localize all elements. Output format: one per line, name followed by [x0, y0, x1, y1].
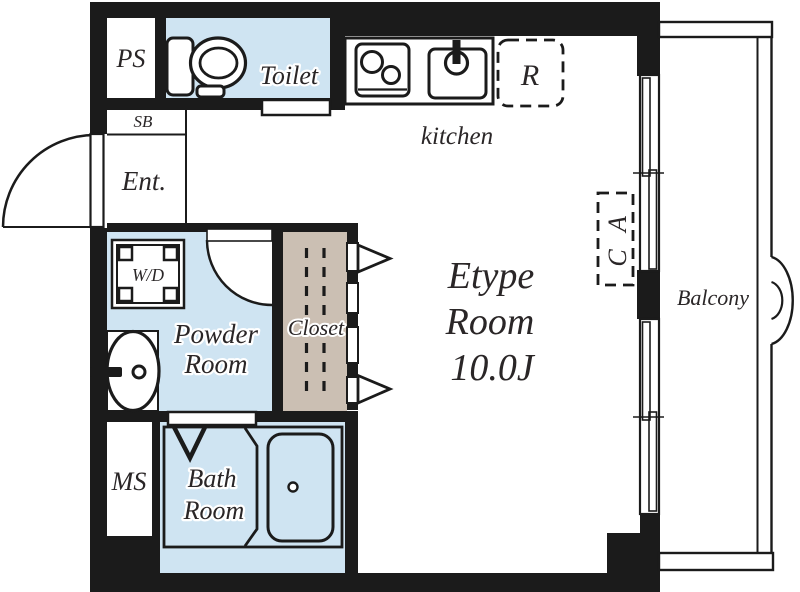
bath-door-opening: [166, 410, 258, 427]
door-swing-area: [207, 240, 272, 305]
wall-segment: [330, 18, 345, 110]
stove-burner-large: [360, 50, 384, 74]
balcony-top-rail: [657, 20, 774, 39]
closet-door-swing-triangle: [356, 373, 394, 406]
balcony-label: Balcony: [677, 285, 749, 310]
closet-hanger-dashes: [304, 248, 326, 398]
vanity-sink-icon: [90, 329, 161, 413]
wall-segment: [107, 536, 152, 573]
washer-corner: [117, 245, 134, 262]
faucet-stem: [452, 40, 461, 64]
sb-label: SB: [134, 112, 154, 131]
wall-segment: [90, 573, 660, 592]
closet-door-panel: [346, 282, 359, 314]
kitchen-sink-icon: [427, 40, 488, 100]
bath-folding-door: [170, 423, 209, 464]
toilet-icon: [165, 36, 248, 99]
main-room-label-line1: Etype: [447, 255, 535, 297]
refrigerator-box: [496, 38, 565, 108]
window-pane: [648, 411, 658, 512]
vanity-faucet-bar: [90, 367, 122, 377]
tub-drain: [287, 481, 299, 493]
washer-dryer-label: W/D: [132, 265, 164, 285]
washer-corner: [117, 286, 134, 303]
wall-segment: [345, 411, 358, 573]
stove-icon: [354, 42, 411, 98]
wall-segment: [347, 232, 358, 410]
window-pane: [641, 321, 651, 421]
closet-doors: [346, 242, 394, 406]
closet-door-panel: [346, 376, 359, 404]
entrance-label: Ent.: [121, 166, 166, 196]
main-room-label-line3: 10.0J: [450, 347, 536, 389]
door-opening: [206, 228, 273, 242]
walls: [90, 2, 660, 592]
door-swing-arc: [205, 239, 273, 307]
window-pane: [641, 77, 651, 177]
washer-dryer-icon: [110, 238, 186, 310]
washer-inner: [116, 244, 180, 304]
lower-window: [633, 317, 664, 516]
main-room-label-line2: Room: [445, 301, 535, 343]
wall-segment: [637, 2, 660, 76]
closet-floor: [283, 232, 347, 411]
wall-segment: [90, 2, 330, 18]
closet-door-panel: [346, 242, 359, 272]
washer-corner: [162, 245, 179, 262]
upper-window: [633, 73, 664, 273]
ac-label-char: A: [603, 216, 632, 234]
ac-label-char: C: [603, 249, 632, 267]
bath-room-label-line2: Room: [183, 496, 245, 525]
closet-door-panel: [346, 326, 359, 364]
wall-segment: [152, 421, 160, 573]
vanity-drain: [131, 364, 147, 380]
powder-room-door: [205, 228, 273, 307]
entrance-door: [1, 132, 105, 229]
toilet-tank: [165, 36, 195, 97]
window-pane: [648, 169, 658, 270]
closet-door-swing-triangle: [356, 242, 394, 275]
kitchen-counter: [343, 36, 495, 106]
ps-label: PS: [116, 44, 146, 73]
powder-room-label-line2: Room: [184, 349, 248, 379]
bath-unit: [162, 425, 344, 549]
door-swing-arc: [1, 133, 96, 228]
wall-segment: [107, 223, 358, 232]
wall-segment: [155, 18, 166, 98]
wall-segment: [330, 2, 660, 36]
balcony-bottom-rail: [657, 551, 775, 572]
toilet-base: [195, 84, 226, 99]
toilet-bowl-inner: [198, 46, 239, 80]
refrigerator-label: R: [520, 59, 539, 92]
powder-room-label-line1: Powder: [173, 319, 258, 349]
bath-unit-outline: [162, 425, 344, 549]
wall-segment: [90, 2, 107, 134]
kitchen-label: kitchen: [421, 123, 493, 150]
wall-segment: [640, 514, 660, 538]
bathtub: [266, 432, 335, 543]
door-leaf: [89, 132, 105, 229]
wall-segment: [272, 232, 283, 412]
balcony-partition-bump-inner: [771, 280, 784, 321]
ac-unit-box: [596, 191, 635, 287]
toilet-label: Toilet: [260, 61, 319, 90]
washer-corner: [162, 286, 179, 303]
tub-edge-line: [243, 427, 259, 547]
toilet-door-opening: [260, 98, 332, 117]
closet-label: Closet: [288, 315, 345, 340]
bath-room-label-line1: Bath: [187, 464, 236, 493]
wall-segment: [607, 533, 660, 578]
ms-label: MS: [111, 467, 147, 496]
wall-segment: [90, 228, 107, 592]
wall-segment: [637, 270, 660, 319]
stove-burner-small: [381, 65, 401, 85]
balcony-structure: [657, 20, 794, 572]
